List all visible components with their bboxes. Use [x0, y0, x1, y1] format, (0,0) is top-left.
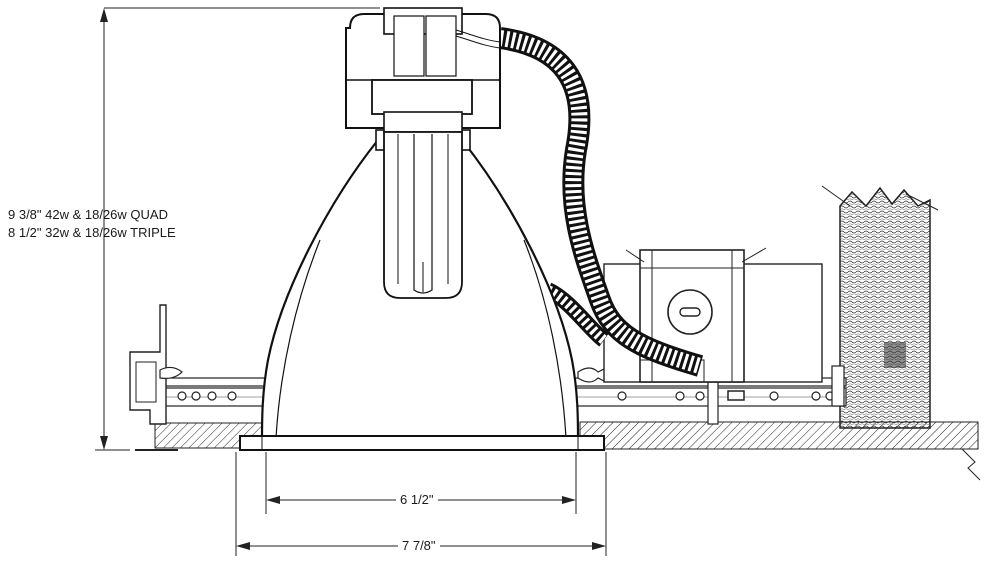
arrow-right-icon [562, 496, 576, 504]
height-callout: 9 3/8" 42w & 18/26w QUAD 8 1/2" 32w & 18… [8, 206, 176, 242]
outer-width-label: 7 7/8" [398, 538, 440, 553]
flexible-conduit [498, 27, 704, 377]
compact-fluorescent-lamp [383, 111, 463, 299]
height-callout-triple: 8 1/2" 32w & 18/26w TRIPLE [8, 225, 176, 240]
arrow-up-icon [100, 8, 108, 22]
joist [821, 185, 939, 429]
height-dimension [95, 7, 380, 451]
arrow-left-icon [266, 496, 280, 504]
arrow-left-icon [236, 542, 250, 550]
arrow-down-icon [100, 436, 108, 450]
height-callout-quad: 9 3/8" 42w & 18/26w QUAD [8, 207, 168, 222]
junction-box [603, 247, 823, 383]
lamp-socket-housing [345, 7, 501, 129]
arrow-right-icon [592, 542, 606, 550]
inner-width-label: 6 1/2" [396, 492, 438, 507]
